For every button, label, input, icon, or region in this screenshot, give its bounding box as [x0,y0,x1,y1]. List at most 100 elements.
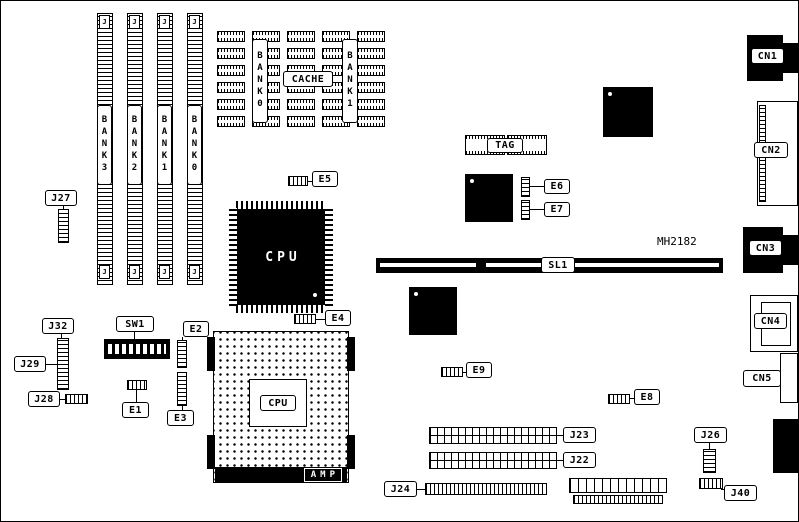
pin1-dot [470,179,474,183]
bank2-text: BANK2 [129,115,140,175]
cn5-port [780,353,798,403]
silkscreen-text: MH2182 [657,235,697,248]
jumper-j40 [699,478,723,489]
label-j22: J22 [563,452,596,468]
label-cn3: CN3 [749,240,782,256]
socket-tab [207,337,215,371]
cpu-socket-center: CPU [249,379,307,427]
dip-chip [322,31,350,42]
jumper-e1 [127,380,147,390]
leader-line [182,337,183,341]
bank0-text: BANK0 [189,115,200,175]
jumper-j32 [57,338,69,390]
dip-switch-sw1 [104,339,170,359]
jumper-e5 [288,176,308,186]
dip-chip [357,99,385,110]
label-j28: J28 [28,391,60,407]
label-cn5: CN5 [743,370,781,387]
simm-top-label: J [129,15,140,29]
jumper-e4 [294,314,316,324]
label-j23: J23 [563,427,596,443]
qfp-pins-bottom [236,305,326,313]
label-j26: J26 [694,427,727,443]
dip-chip [217,48,245,59]
power-connector-pins [573,495,663,504]
leader-line [63,206,64,209]
simm-bottom-label: J [99,265,110,279]
label-j32: J32 [42,318,74,334]
leader-line [60,399,65,400]
jumper-e8 [608,394,630,404]
slot-key-notch [476,263,486,267]
label-tag: TAG [487,138,523,153]
label-j40: J40 [724,485,757,501]
header-j23 [429,427,557,444]
jumper-e3 [177,372,187,406]
dip-chip [357,82,385,93]
leader-line [316,319,325,320]
leader-line [530,186,544,187]
label-cpu-socket: CPU [260,395,296,411]
label-j27: J27 [45,190,77,206]
leader-line [136,390,137,403]
label-j29: J29 [14,356,46,372]
bank3-text: BANK3 [99,115,110,175]
leader-line [557,460,563,461]
cpu-qfp-text: CPU [265,249,301,265]
cache-bank0-text: BANK0 [255,51,265,111]
ic-chip [409,287,457,335]
socket-tab [207,435,215,469]
label-cn4: CN4 [754,313,787,329]
simm-slot-bank3: J J BANK3 [97,13,113,285]
jumper-e9 [441,367,463,377]
dip-chip [357,48,385,59]
label-cn2: CN2 [754,142,788,158]
simm-bottom-label: J [159,265,170,279]
leader-line [182,406,183,411]
label-sl1: SL1 [541,257,575,273]
dip-chip [217,31,245,42]
label-e7: E7 [544,202,570,217]
label-bank1: BANK1 [157,105,172,185]
simm-bottom-label: J [189,265,200,279]
dip-chip [217,99,245,110]
header-j22 [429,452,557,469]
label-e9: E9 [466,362,492,378]
pin1-dot [414,292,418,296]
jumper-e7 [521,200,530,220]
pin1-dot [313,293,317,297]
jumper-j27 [58,209,69,243]
edge-connector [773,419,798,473]
cn1-port-tab [782,43,798,73]
leader-line [308,181,313,182]
leader-line [61,334,62,338]
dip-chip [357,65,385,76]
ic-chip [603,87,653,137]
label-e6: E6 [544,179,570,194]
jumper-e6 [521,177,530,197]
leader-line [630,398,634,399]
bank1-text: BANK1 [159,115,170,175]
dip-switch-toggles [108,344,166,354]
jumper-j26 [703,449,716,473]
ic-chip [465,174,513,222]
pin1-dot [608,92,612,96]
leader-line [530,209,544,210]
label-e2: E2 [183,321,209,337]
label-bank3: BANK3 [97,105,112,185]
leader-line [709,443,710,449]
qfp-pins-left [229,208,237,306]
power-connector [569,478,667,493]
label-amp: AMP [303,468,342,482]
dip-chip [287,116,315,127]
jumper-j28 [65,394,88,404]
dip-chip [357,116,385,127]
simm-slot-bank0: J J BANK0 [187,13,203,285]
label-e8: E8 [634,389,660,405]
leader-line [46,364,57,365]
simm-slot-bank1: J J BANK1 [157,13,173,285]
label-e4: E4 [325,310,351,326]
leader-line [417,489,425,490]
dip-chip [357,31,385,42]
cpu-qfp-chip: CPU [229,201,333,313]
